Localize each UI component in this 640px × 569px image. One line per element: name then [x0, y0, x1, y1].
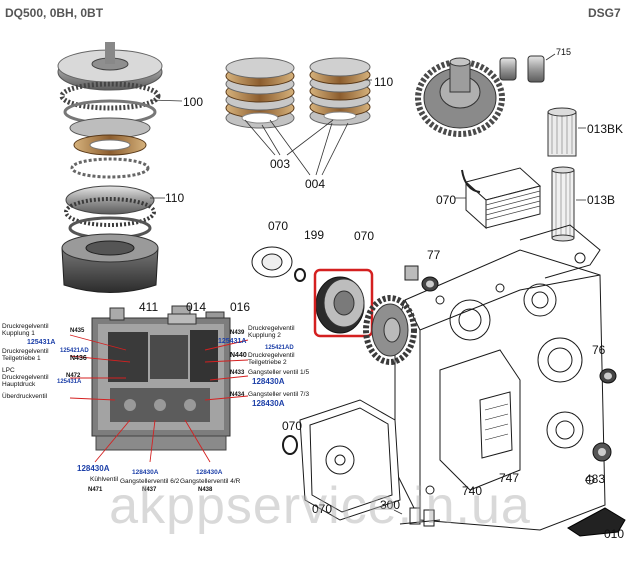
- valve-lpc-n: N472: [66, 373, 81, 379]
- plate-pack-right: [309, 57, 371, 126]
- valve-clutch2-code: 125431A: [218, 338, 247, 345]
- filter-013b: [551, 166, 586, 242]
- valve-cool-n: N471: [88, 487, 103, 493]
- label-004: 004: [305, 177, 326, 191]
- valve-part2-code: 125421AD: [265, 345, 294, 351]
- label-010: 010: [604, 527, 625, 541]
- label-016: 016: [230, 300, 251, 314]
- part-014-016: [109, 307, 225, 325]
- header-left-title: DQ500, 0BH, 0BT: [5, 6, 104, 20]
- highlight-box: [313, 268, 374, 338]
- valve-clutch1-n: N435: [70, 328, 85, 334]
- valve-lpc-label: LPC Druckregelventil Hauptdruck: [2, 367, 49, 388]
- mechatronic-unit: [91, 305, 231, 451]
- valve-gear4r-n: N438: [198, 487, 213, 493]
- seal-rings: [251, 246, 306, 455]
- valve-part1-n: N436: [70, 355, 87, 362]
- label-013b: 013B: [587, 193, 616, 207]
- valve-clutch2-n: N439: [230, 330, 245, 336]
- label-070-gear: 070: [354, 229, 375, 243]
- plate-pack-left: [225, 57, 295, 129]
- label-483: 483: [585, 472, 606, 486]
- transmission-housing: [394, 224, 606, 531]
- label-199: 199: [304, 228, 325, 242]
- oil-cooler: [455, 167, 542, 230]
- label-003: 003: [270, 157, 291, 171]
- valve-cool-label: Kühlventil: [90, 476, 119, 483]
- valve-gear73-n: N434: [230, 392, 245, 398]
- label-013bk: 013BK: [587, 122, 624, 136]
- label-070-ring: 070: [282, 419, 303, 433]
- label-77: 77: [427, 248, 441, 262]
- filter-013bk: [547, 107, 586, 157]
- valve-clutch1-label: Druckregelventil Kupplung 1: [2, 323, 49, 337]
- part-300: [399, 507, 441, 527]
- valve-gear73-label: Gangsteller ventil 7/3: [248, 391, 310, 398]
- valve-part1-label: Druckregelventil Teilgetriebe 1: [2, 348, 49, 362]
- valve-part2-label: Druckregelventil Teilgetriebe 2: [248, 352, 295, 366]
- label-014: 014: [186, 300, 207, 314]
- valve-cover: [299, 399, 401, 521]
- label-100: 100: [183, 95, 204, 109]
- clutch-drum-assembly: [57, 42, 163, 293]
- valve-gear15-code: 128430A: [252, 377, 285, 386]
- label-411: 411: [139, 300, 159, 314]
- valve-gear62-label: Gangstellerventil 6/2: [120, 478, 180, 485]
- part-715: [499, 53, 556, 83]
- valve-gear62-code: 128430A: [132, 469, 159, 476]
- differential-gear: [415, 57, 505, 137]
- header-right-title: DSG7: [588, 6, 621, 20]
- valve-lpc-code: 125431A: [57, 379, 82, 385]
- valve-cool-code: 128430A: [77, 464, 110, 473]
- label-070-cooler: 070: [436, 193, 457, 207]
- valve-gear62-n: N437: [142, 487, 157, 493]
- valve-clutch2-label: Druckregelventil Kupplung 2: [248, 325, 295, 339]
- valve-gear4r-code: 128430A: [196, 469, 223, 476]
- part-010: [567, 507, 626, 537]
- label-070-seal: 070: [268, 219, 289, 233]
- seal-76: [599, 368, 617, 384]
- label-747: 747: [499, 471, 520, 485]
- valve-gear15-n: N433: [230, 370, 245, 376]
- valve-gear4r-label: Gangstellerventil 4/R: [180, 478, 241, 485]
- label-740: 740: [462, 484, 483, 498]
- highlighted-flange: [315, 276, 365, 334]
- valve-clutch1-code: 125431A: [27, 339, 56, 346]
- label-715: 715: [556, 47, 572, 57]
- valve-leaders: [69, 334, 249, 463]
- drive-gear: [363, 295, 417, 365]
- leader-line: [149, 99, 183, 102]
- plate-leaders: [244, 79, 372, 176]
- label-76: 76: [592, 343, 606, 357]
- valve-overpressure-label: Überdruckventil: [2, 393, 48, 400]
- watermark: akppservice.in.ua: [109, 477, 531, 535]
- valve-part2-n: N440: [230, 352, 247, 359]
- breather-483: [592, 442, 612, 462]
- label-070-cover: 070: [312, 502, 333, 516]
- label-300: 300: [380, 498, 401, 512]
- valve-part1-code: 125421AD: [60, 348, 89, 354]
- seal-77: [404, 265, 439, 292]
- label-110-top: 110: [374, 75, 394, 89]
- label-110-bottom: 110: [165, 191, 185, 205]
- valve-gear15-label: Gangsteller ventil 1/5: [248, 369, 310, 376]
- valve-gear73-code: 128430A: [252, 399, 285, 408]
